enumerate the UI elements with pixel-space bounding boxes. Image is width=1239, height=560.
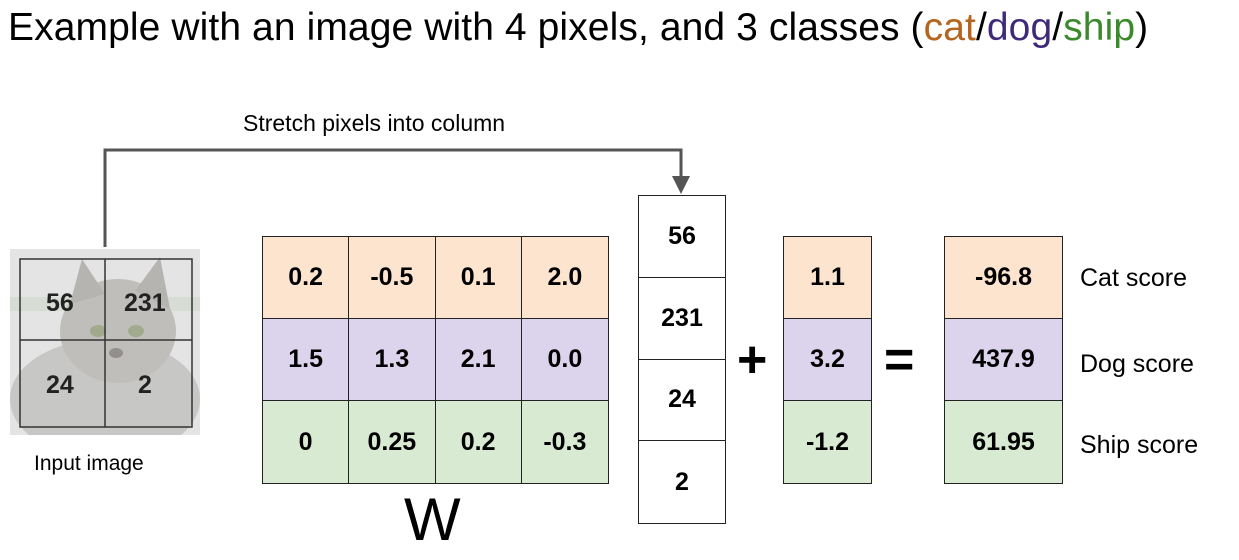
weight-cell: 0.1 xyxy=(435,237,522,319)
score-vector: -96.8 437.9 61.95 xyxy=(944,236,1063,484)
input-pixel: 2 xyxy=(138,371,152,399)
dog-score-label: Dog score xyxy=(1080,350,1194,378)
input-pixel: 56 xyxy=(46,289,74,317)
weight-cell: 1.5 xyxy=(263,319,350,401)
title-sep-1: / xyxy=(975,6,987,49)
input-image: 56 231 24 2 xyxy=(10,249,200,459)
score-cell: 61.95 xyxy=(945,401,1062,483)
title-ship-word: ship xyxy=(1063,6,1136,49)
bias-vector: 1.1 3.2 -1.2 xyxy=(783,236,872,484)
weight-matrix: 0.2 -0.5 0.1 2.0 1.5 1.3 2.1 0.0 0 0.25 … xyxy=(262,236,609,484)
input-image-label: Input image xyxy=(34,452,144,475)
weight-cell: 0.2 xyxy=(263,237,350,319)
weight-cell: -0.5 xyxy=(349,237,436,319)
weight-matrix-label: W xyxy=(404,486,461,553)
stretch-arrow-head xyxy=(672,176,690,194)
stretch-arrow-line xyxy=(103,148,683,247)
cat-photo-icon xyxy=(10,249,200,459)
weight-cell: 2.1 xyxy=(435,319,522,401)
cat-score-label: Cat score xyxy=(1080,264,1187,292)
weight-cell: 0.0 xyxy=(521,319,608,401)
plus-operator: + xyxy=(737,331,768,389)
title-prefix: Example with an image with 4 pixels, and… xyxy=(8,6,924,49)
ship-score-label: Ship score xyxy=(1080,431,1199,459)
pixel-column-cell: 2 xyxy=(675,467,689,496)
stretch-label: Stretch pixels into column xyxy=(243,110,506,136)
input-pixel: 24 xyxy=(46,371,74,399)
input-pixel: 231 xyxy=(124,289,166,317)
score-cell: 437.9 xyxy=(945,319,1062,401)
weight-cell: 2.0 xyxy=(521,237,608,319)
bias-cell: -1.2 xyxy=(784,401,871,483)
bias-cell: 1.1 xyxy=(784,237,871,319)
title-cat-word: cat xyxy=(923,6,976,49)
pixel-column-cell: 56 xyxy=(639,196,725,278)
weight-cell: -0.3 xyxy=(521,401,608,483)
pixel-column-cell: 231 xyxy=(639,278,725,360)
weight-cell: 0 xyxy=(263,401,350,483)
weight-cell: 1.3 xyxy=(349,319,436,401)
weight-cell: 0.25 xyxy=(349,401,436,483)
bias-cell: 3.2 xyxy=(784,319,871,401)
pixel-column-cell: 24 xyxy=(639,360,725,442)
score-cell: -96.8 xyxy=(945,237,1062,319)
equals-operator: = xyxy=(884,331,915,389)
title-sep-2: / xyxy=(1052,6,1064,49)
pixel-column: 56 231 24 2 xyxy=(638,195,726,524)
weight-cell: 0.2 xyxy=(435,401,522,483)
title-suffix: ) xyxy=(1135,6,1149,49)
page-title: Example with an image with 4 pixels, and… xyxy=(8,6,1148,50)
title-dog-word: dog xyxy=(986,6,1053,49)
